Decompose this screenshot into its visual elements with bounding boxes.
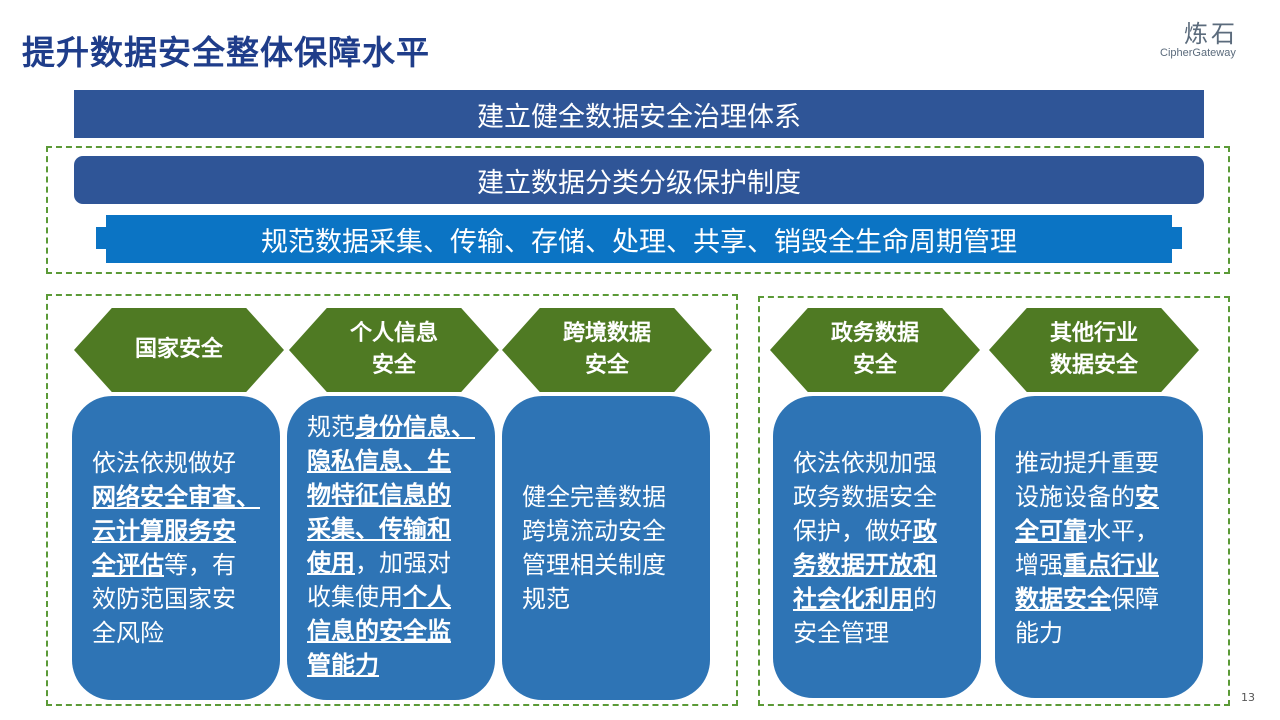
card-body-text: 健全完善数据 跨境流动安全 管理相关制度 规范	[522, 483, 666, 613]
governance-bar: 建立健全数据安全治理体系	[74, 90, 1204, 138]
company-logo: 炼石 CipherGateway	[1160, 14, 1256, 66]
card-emphasis-text: 个人 信息的安全监 管能力	[307, 583, 451, 679]
sector-areas-dashed-frame	[758, 296, 1230, 706]
card-national-security: 依法依规做好 网络安全审查、 云计算服务安 全评估等，有 效防范国家安 全风险	[72, 396, 280, 700]
card-cross-border-data-security: 健全完善数据 跨境流动安全 管理相关制度 规范	[502, 396, 710, 700]
card-government-data-security: 依法依规加强 政务数据安全 保护，做好政 务数据开放和 社会化利用的 安全管理	[773, 396, 981, 698]
institution-dashed-frame	[46, 146, 1230, 274]
card-emphasis-text: 重点行业 数据安全	[1015, 551, 1159, 613]
card-body-text: ，加强对 收集使用	[307, 549, 451, 611]
card-emphasis-text: 安 全可靠	[1015, 483, 1159, 545]
category-other-industry-data-security: 其他行业 数据安全	[989, 308, 1199, 392]
category-government-data-security: 政务数据 安全	[770, 308, 980, 392]
core-areas-dashed-frame	[46, 294, 738, 706]
card-text: 依法依规加强 政务数据安全 保护，做好政 务数据开放和 社会化利用的 安全管理	[793, 446, 981, 650]
category-national-security: 国家安全	[74, 308, 284, 392]
logo-chinese-text: 炼石	[1184, 20, 1238, 48]
card-emphasis-text: 身份信息、 隐私信息、生 物特征信息的 采集、传输和 使用	[307, 413, 475, 577]
card-body-text: 等，有 效防范国家安 全风险	[92, 551, 236, 647]
card-body-text: 推动提升重要 设施设备的	[1015, 449, 1159, 511]
category-personal-info-security: 个人信息 安全	[289, 308, 499, 392]
classification-bar: 建立数据分类分级保护制度	[74, 156, 1204, 204]
card-body-text: 保障 能力	[1015, 585, 1159, 647]
card-text: 规范身份信息、 隐私信息、生 物特征信息的 采集、传输和 使用，加强对 收集使用…	[307, 410, 495, 682]
card-text: 推动提升重要 设施设备的安 全可靠水平， 增强重点行业 数据安全保障 能力	[1015, 446, 1203, 650]
page-number: 13	[1241, 691, 1255, 704]
card-personal-info-security: 规范身份信息、 隐私信息、生 物特征信息的 采集、传输和 使用，加强对 收集使用…	[287, 396, 495, 700]
lifecycle-bar: 规范数据采集、传输、存储、处理、共享、销毁全生命周期管理	[106, 215, 1172, 263]
card-other-industry-data-security: 推动提升重要 设施设备的安 全可靠水平， 增强重点行业 数据安全保障 能力	[995, 396, 1203, 698]
card-body-text: 的 安全管理	[793, 585, 937, 647]
card-body-text: 水平， 增强	[1015, 517, 1159, 579]
category-cross-border-data-security: 跨境数据 安全	[502, 308, 712, 392]
card-text: 健全完善数据 跨境流动安全 管理相关制度 规范	[522, 480, 710, 616]
logo-english-text: CipherGateway	[1160, 47, 1236, 59]
card-emphasis-text: 网络安全审查、 云计算服务安 全评估	[92, 483, 260, 579]
card-text: 依法依规做好 网络安全审查、 云计算服务安 全评估等，有 效防范国家安 全风险	[92, 446, 280, 650]
card-emphasis-text: 政 务数据开放和 社会化利用	[793, 517, 937, 613]
card-body-text: 依法依规做好	[92, 449, 236, 477]
card-body-text: 规范	[307, 413, 355, 441]
page-title: 提升数据安全整体保障水平	[22, 33, 430, 72]
card-body-text: 依法依规加强 政务数据安全 保护，做好	[793, 449, 937, 545]
